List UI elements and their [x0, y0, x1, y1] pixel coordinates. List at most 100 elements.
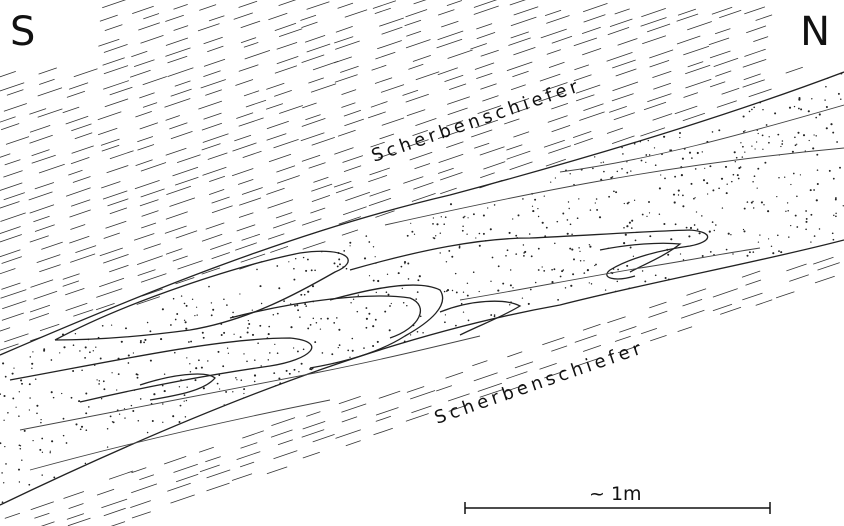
fold-nose-2: [310, 285, 443, 368]
shale-dash: [142, 211, 159, 217]
shale-dash: [269, 154, 291, 162]
sand-grain-dot: [53, 476, 55, 478]
shale-dash: [74, 69, 98, 77]
shale-dash: [134, 234, 154, 241]
sand-grain-dot: [803, 134, 805, 136]
shale-dash: [130, 501, 151, 508]
shale-dash: [239, 213, 253, 218]
sand-grain-dot: [631, 220, 633, 222]
shale-dash: [440, 188, 457, 194]
sand-grain-dot: [756, 141, 757, 142]
shale-dash: [171, 131, 193, 138]
sand-grain-dot: [107, 428, 109, 430]
sand-grain-dot: [406, 305, 407, 306]
shale-dash: [130, 70, 151, 77]
shale-dash: [683, 46, 709, 55]
sand-grain-dot: [810, 214, 812, 216]
sand-grain-dot: [696, 211, 697, 212]
sand-grain-dot: [670, 238, 672, 240]
shale-dash: [143, 14, 159, 19]
sand-grain-dot: [404, 362, 406, 364]
shale-dash: [279, 106, 303, 114]
sand-grain-dot: [534, 199, 536, 201]
sand-grain-dot: [649, 212, 650, 213]
sand-grain-dot: [403, 302, 405, 304]
sand-grain-dot: [559, 327, 560, 328]
sand-grain-dot: [294, 305, 296, 307]
sand-grain-dot: [197, 434, 199, 436]
sand-grain-dot: [118, 373, 120, 375]
shale-dash: [339, 217, 361, 225]
sand-grain-dot: [487, 207, 488, 208]
shale-dash: [98, 39, 119, 46]
sand-grain-dot: [311, 369, 313, 371]
sand-grain-dot: [718, 187, 720, 189]
sand-grain-dot: [411, 371, 413, 373]
sand-grain-dot: [197, 314, 198, 315]
shale-dash: [274, 139, 299, 148]
shale-dash: [71, 157, 89, 163]
sand-grain-dot: [334, 262, 336, 264]
shale-dash: [615, 9, 630, 14]
sand-grain-dot: [679, 137, 680, 138]
sand-grain-dot: [546, 227, 548, 229]
shale-dash: [105, 25, 123, 31]
shale-dash: [232, 169, 253, 176]
shale-dash: [267, 467, 287, 474]
sand-grain-dot: [469, 352, 471, 354]
sand-grain-dot: [218, 351, 220, 353]
shale-dash: [614, 113, 635, 120]
sand-grain-dot: [310, 324, 312, 326]
shale-dash: [176, 231, 197, 238]
shale-dash: [371, 102, 388, 108]
sand-grain-dot: [241, 379, 243, 381]
sand-grain-dot: [454, 343, 456, 345]
sand-grain-dot: [320, 318, 322, 320]
sand-grain-dot: [153, 393, 155, 395]
shale-dash: [165, 48, 190, 57]
shale-dash: [641, 18, 667, 27]
sand-grain-dot: [659, 187, 661, 189]
sand-grain-dot: [633, 256, 634, 257]
shale-dash: [342, 230, 358, 235]
sand-grain-dot: [830, 123, 832, 125]
shale-dash: [30, 125, 50, 132]
shale-dash: [375, 78, 392, 84]
shale-dash: [277, 176, 300, 184]
sand-grain-dot: [203, 337, 205, 339]
shale-dash: [541, 29, 567, 38]
shale-dash: [277, 56, 299, 63]
sand-grain-dot: [570, 306, 571, 307]
sand-grain-dot: [655, 274, 657, 276]
sand-grain-dot: [63, 435, 65, 437]
sand-grain-dot: [51, 359, 53, 361]
shale-dash: [547, 50, 561, 55]
sand-grain-dot: [365, 307, 367, 309]
sand-grain-dot: [531, 255, 533, 257]
sand-grain-dot: [490, 228, 492, 230]
sand-grain-dot: [396, 359, 398, 361]
shale-dash: [343, 207, 367, 215]
shale-dash: [207, 483, 230, 491]
sand-grain-dot: [85, 393, 87, 395]
sand-grain-dot: [150, 456, 151, 457]
shale-dash: [30, 236, 49, 242]
shale-dash: [475, 63, 494, 70]
sand-grain-dot: [479, 245, 481, 247]
sand-grain-dot: [752, 201, 753, 202]
shale-dash: [30, 135, 53, 143]
shale-dash: [0, 213, 25, 222]
shale-dash: [574, 138, 593, 144]
sand-grain-dot: [744, 130, 745, 131]
sand-grain-dot: [207, 360, 208, 361]
shale-dash: [412, 193, 436, 201]
scale-bar-label: ~ 1m: [589, 483, 642, 505]
shale-dash: [481, 50, 499, 56]
sand-grain-dot: [258, 411, 260, 413]
sand-grain-dot: [276, 265, 278, 267]
sand-grain-dot: [701, 215, 703, 217]
sand-grain-dot: [599, 216, 601, 218]
shale-dash: [34, 291, 58, 299]
shale-dash: [438, 31, 464, 40]
